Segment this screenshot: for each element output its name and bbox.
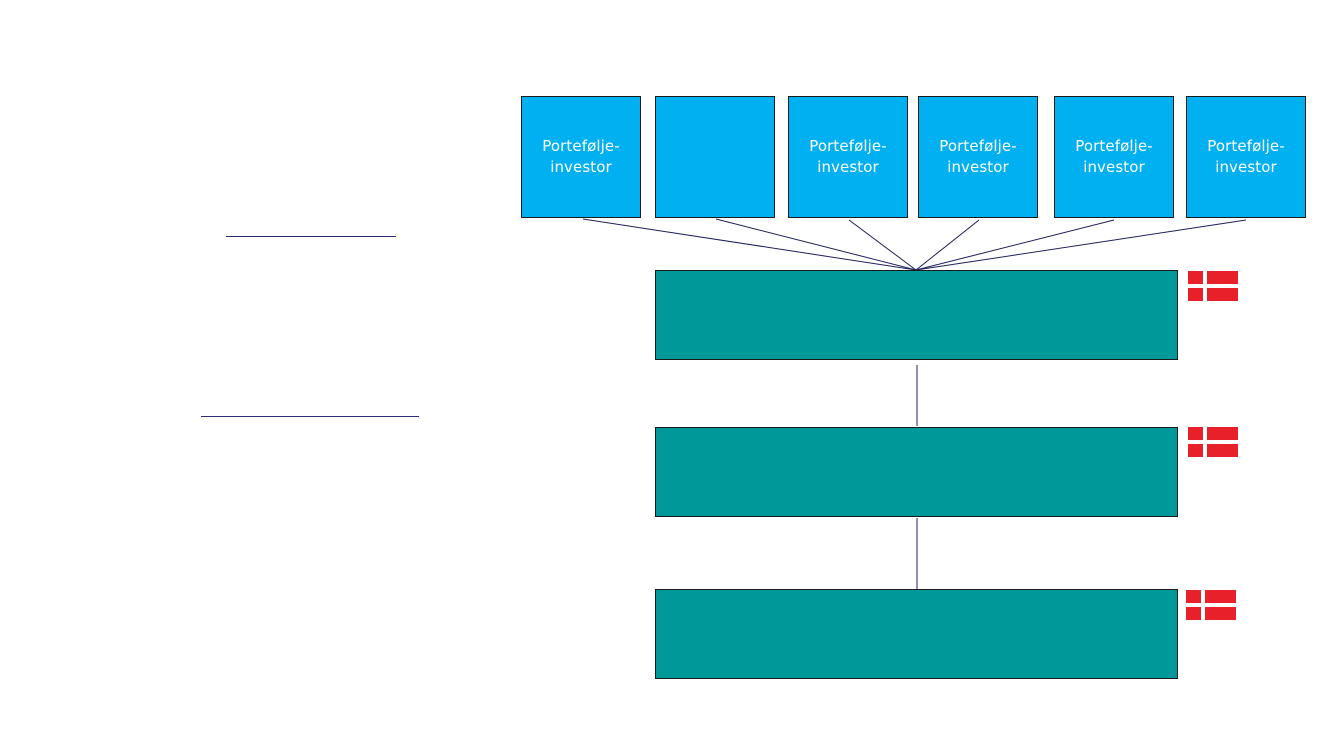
connector-investor-4 xyxy=(915,219,980,271)
danish-flag-icon xyxy=(1188,271,1238,301)
investor-box-3: Portefølje- investor xyxy=(788,96,908,218)
investor-box-4: Portefølje- investor xyxy=(918,96,1038,218)
investor-label: Portefølje- investor xyxy=(939,137,1017,176)
left-rule-lower xyxy=(201,416,419,417)
investor-label: Portefølje- investor xyxy=(809,137,887,176)
entity-box-3 xyxy=(655,589,1178,679)
investor-label: Portefølje- investor xyxy=(542,137,620,176)
danish-flag-icon xyxy=(1186,590,1236,620)
left-rule-upper xyxy=(226,236,396,237)
connector-investor-6 xyxy=(915,219,1247,271)
investor-label: Portefølje- investor xyxy=(1207,137,1285,176)
investor-box-1: Portefølje- investor xyxy=(521,96,641,218)
investor-label: Portefølje- investor xyxy=(1075,137,1153,176)
entity-box-1 xyxy=(655,270,1178,360)
connector-investor-1 xyxy=(582,218,917,271)
investor-box-2 xyxy=(655,96,775,218)
connector-investor-3 xyxy=(848,219,917,271)
entity-box-2 xyxy=(655,427,1178,517)
investor-box-5: Portefølje- investor xyxy=(1054,96,1174,218)
danish-flag-icon xyxy=(1188,427,1238,457)
connector-investor-5 xyxy=(915,219,1115,271)
connector-investor-2 xyxy=(715,218,917,271)
investor-box-6: Portefølje- investor xyxy=(1186,96,1306,218)
